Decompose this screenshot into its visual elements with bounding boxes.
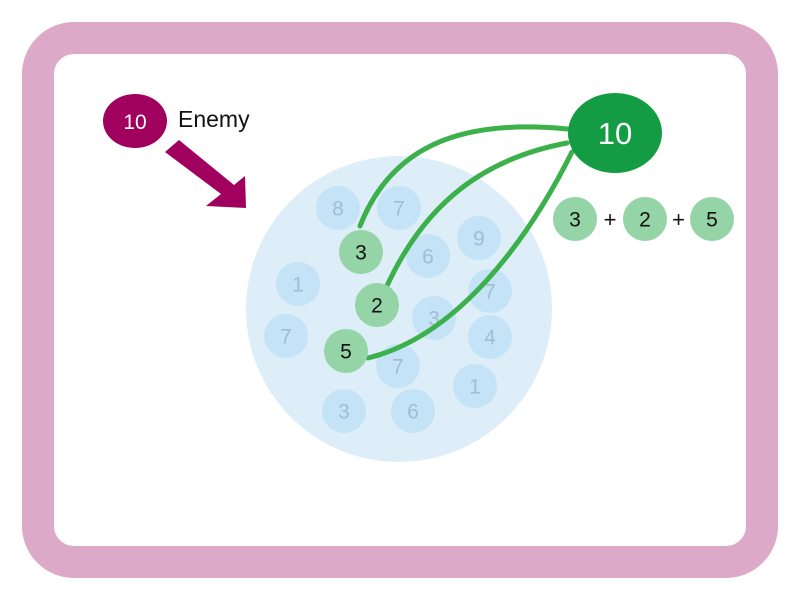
selected-bubbles: 3 25 [324,230,399,373]
equation-term-value: 2 [639,209,651,232]
enemy-arrow-icon [165,140,246,208]
target-value: 10 [598,116,632,151]
selected-bubble-value: 2 [371,295,383,318]
pool-bubble[interactable]: 7 [376,344,420,388]
pool-bubble-circle [391,389,435,433]
pool-bubble[interactable]: 8 [316,186,360,230]
pool-bubbles: 8 7 9 6 1 7 7 3 4 7 1 3 6 [264,186,512,433]
pool-bubble[interactable]: 7 [264,314,308,358]
pool-bubble-circle [406,234,450,278]
selected-bubble-circle [355,283,399,327]
pool-bubble[interactable]: 4 [468,315,512,359]
equation-term[interactable]: 3 [553,197,597,241]
equation-term-value: 5 [706,209,718,232]
pool-bubble-circle [468,315,512,359]
pool-bubble-value: 7 [484,281,496,304]
selected-bubble-circle [339,230,383,274]
equation-term-circle [690,197,734,241]
pool-bubble-value: 3 [338,401,350,424]
pool-bubble-circle [264,314,308,358]
pool-bubble[interactable]: 6 [406,234,450,278]
pool-bubble[interactable]: 6 [391,389,435,433]
pool-bubble-value: 4 [484,327,496,350]
pool-bubble-circle [377,186,421,230]
link-to-5 [365,149,575,361]
pool-bubble-value: 3 [428,308,440,331]
pool-bubble-value: 1 [469,376,481,399]
selected-bubble-circle [324,329,368,373]
pool-bubble-value: 1 [292,274,304,297]
pool-bubble-circle [453,364,497,408]
pool-bubble[interactable]: 1 [276,262,320,306]
pool-bubble-circle [468,269,512,313]
equation-term[interactable]: 5 [690,197,734,241]
target-circle [568,93,662,173]
pool-bubble[interactable]: 9 [457,216,501,260]
pool-bubble-circle [276,262,320,306]
pool-bubble[interactable]: 1 [453,364,497,408]
pool-bubble-value: 7 [393,198,405,221]
equation-term-circle [623,197,667,241]
pool-bubble-value: 6 [422,246,434,269]
equation-term-circle [553,197,597,241]
enemy-value: 10 [123,111,146,134]
enemy-token[interactable]: 10 [103,94,167,148]
plus-operator: + [672,207,685,232]
equation-term[interactable]: 2 [623,197,667,241]
link-to-2 [383,140,570,291]
selected-bubble-value: 5 [340,341,352,364]
pool-bubble-value: 9 [473,228,485,251]
selected-bubble[interactable]: 5 [324,329,368,373]
pool-bubble-circle [316,186,360,230]
pool-bubble[interactable]: 7 [377,186,421,230]
equation-term-value: 3 [569,209,581,232]
pool-bubble-value: 7 [280,326,292,349]
pool-bubble-value: 7 [392,356,404,379]
pool-bubble[interactable]: 3 [412,296,456,340]
enemy-label: Enemy [178,106,250,132]
pool-bubble-circle [376,344,420,388]
pool-bubble-circle [412,296,456,340]
pool-bubble[interactable]: 7 [468,269,512,313]
link-to-3 [357,124,570,229]
pool-bubble-value: 8 [332,198,344,221]
plus-operator: + [604,207,617,232]
pool-bubble-value: 6 [407,401,419,424]
sum-equation: 3 +2 +5 [553,197,734,241]
selected-bubble[interactable]: 2 [355,283,399,327]
pool-bubble[interactable]: 3 [322,389,366,433]
pool-bubble-circle [322,389,366,433]
pool-bubble-circle [457,216,501,260]
selection-links [357,124,575,361]
selected-bubble[interactable]: 3 [339,230,383,274]
target-token[interactable]: 10 [568,93,662,173]
selected-bubble-value: 3 [355,242,367,265]
enemy-circle [103,94,167,148]
